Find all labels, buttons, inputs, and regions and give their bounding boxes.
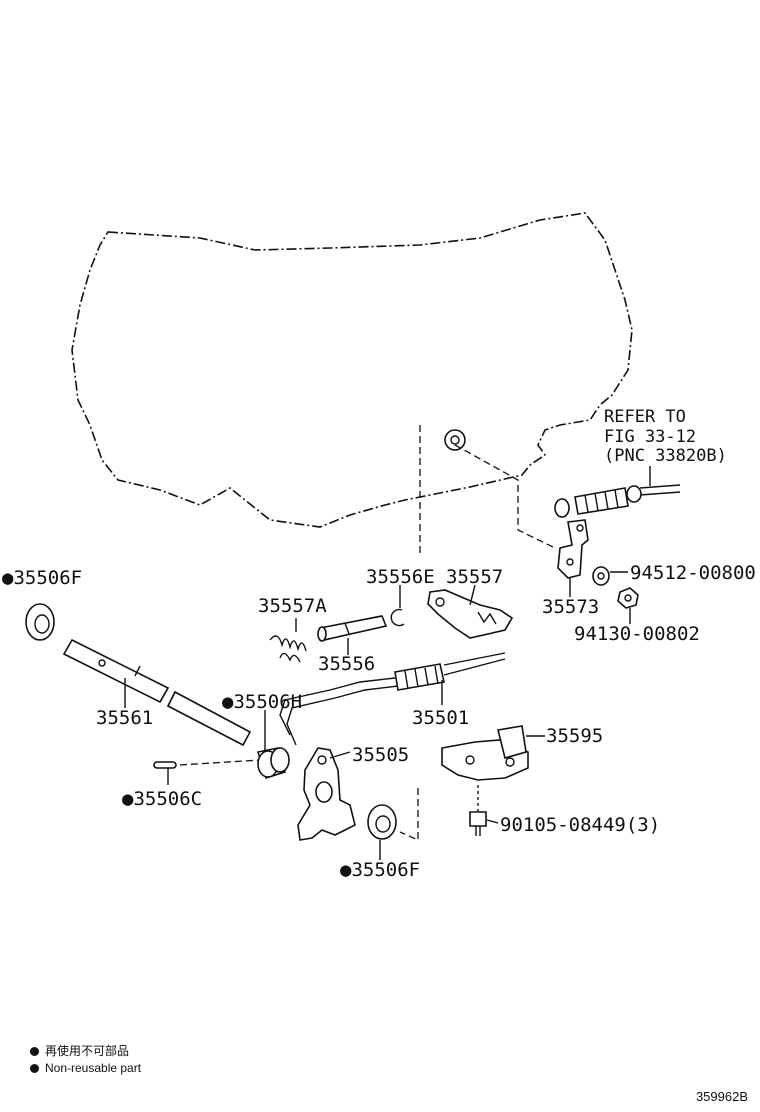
label-35556E: 35556E <box>366 566 435 588</box>
cable-bracket <box>557 519 589 579</box>
transmission-case-outline <box>71 212 633 528</box>
transmission-control-rod <box>279 652 506 746</box>
label-35561: 35561 <box>96 707 153 729</box>
bolt <box>469 785 487 836</box>
legend-row-japanese: 再使用不可部品 <box>30 1043 141 1060</box>
legend-english: Non-reusable part <box>45 1061 142 1075</box>
shift-cable-end <box>554 484 681 518</box>
leader-bore-to-bracket <box>454 444 556 549</box>
refer-line-2: FIG 33-12 <box>604 427 696 447</box>
legend-row-english: Non-reusable part <box>30 1060 141 1077</box>
leader-shaft-to-seal <box>399 788 419 842</box>
label-90105: 90105-08449(3) <box>500 814 660 836</box>
shift-lever <box>297 747 356 841</box>
oil-seal-bottom <box>367 804 397 840</box>
shift-shaft <box>62 638 252 747</box>
clip <box>592 566 610 586</box>
label-35557: 35557 <box>446 566 503 588</box>
legend-japanese: 再使用不可部品 <box>45 1044 130 1058</box>
torsion-spring <box>269 635 307 663</box>
label-94130: 94130-00802 <box>574 623 700 645</box>
refer-line-1: REFER TO <box>604 407 686 427</box>
leader-90105 <box>486 819 499 824</box>
case-bore <box>444 429 466 451</box>
label-35506C: ●35506C <box>122 788 202 810</box>
detent-lever <box>427 589 514 639</box>
lever-pin <box>317 615 388 642</box>
bushing <box>256 747 290 780</box>
cable-mount-bracket <box>441 725 529 781</box>
label-35557A: 35557A <box>258 595 327 617</box>
bullet-icon <box>30 1047 39 1056</box>
label-35556: 35556 <box>318 653 375 675</box>
roll-pin <box>153 761 177 769</box>
leader-bushing-to-pin <box>179 759 261 766</box>
label-94512: 94512-00800 <box>630 562 756 584</box>
label-35505: 35505 <box>352 744 409 766</box>
oil-seal-top <box>25 603 55 641</box>
leader-35505 <box>329 751 351 759</box>
label-35595: 35595 <box>546 725 603 747</box>
label-35506F-bottom: ●35506F <box>340 859 420 881</box>
label-35501: 35501 <box>412 707 469 729</box>
refer-line-3: (PNC 33820B) <box>604 446 727 466</box>
nut <box>617 587 639 609</box>
bullet-icon <box>30 1064 39 1073</box>
label-35573: 35573 <box>542 596 599 618</box>
label-35506F-top: ●35506F <box>2 567 82 589</box>
legend: 再使用不可部品 Non-reusable part <box>30 1043 141 1077</box>
e-ring <box>390 608 405 627</box>
label-35506H: ●35506H <box>222 691 302 713</box>
figure-code: 359962B <box>695 1089 748 1104</box>
leader-35557 <box>469 584 476 606</box>
